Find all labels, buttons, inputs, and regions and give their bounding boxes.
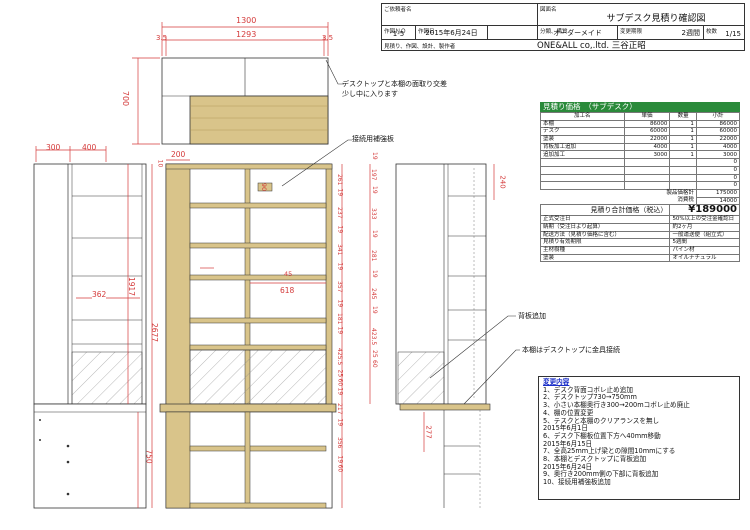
list-item: 7、全高25mm上げ梁との隙間10mmにする bbox=[543, 447, 676, 456]
right-side-cabinet bbox=[395, 163, 491, 508]
annotation-backboard: 背板追加 bbox=[518, 312, 546, 320]
dim-1293: 1293 bbox=[236, 30, 257, 39]
spacer-cell bbox=[488, 26, 538, 40]
drawing-name-cell: 図面名 サブデスク見積り確認図 bbox=[538, 4, 744, 26]
list-item: 9、奥行き200mm側の下部に背板追加 bbox=[543, 470, 659, 479]
col-dims-left: 261 19 237 19 341 19 357 19 181 19 425.5… bbox=[336, 174, 344, 473]
dim-3-5-right: 3.5 bbox=[322, 34, 334, 42]
annotation-reinforce: 接続用補強板 bbox=[352, 135, 394, 143]
info-row: 配送方法（見積り価格に含む）一般運送便（組立式） bbox=[539, 230, 740, 240]
list-item: 2015年6月15日 bbox=[543, 439, 593, 448]
dim-200: 200 bbox=[171, 150, 186, 159]
date-cell: 作図日 2015年6月24日 bbox=[416, 26, 488, 40]
col-dims-right: 19 197 19 333 19 281 19 245 19 423.5 25 … bbox=[370, 152, 378, 368]
table-row: 0 bbox=[540, 158, 741, 167]
drawing-name: サブデスク見積り確認図 bbox=[606, 14, 706, 24]
maker-row: 見積り、作図、設計、製作者 ONE&ALL co,.ltd. 三谷正昭 bbox=[384, 41, 646, 51]
dim-1917: 1917 bbox=[127, 276, 137, 297]
annotation-chamfer: デスクトップと本棚の面取り交差 少し中に入ります bbox=[342, 80, 447, 98]
list-item: 10、接続用補強板追加 bbox=[543, 478, 611, 487]
list-item: 3、小さい本棚奥行き300→200mコボレ止め廃止 bbox=[543, 401, 690, 410]
main-bookshelf bbox=[159, 163, 337, 509]
dim-362: 362 bbox=[92, 290, 107, 299]
maker-name: ONE&ALL co,.ltd. 三谷正昭 bbox=[537, 41, 646, 51]
info-row: 納期（受注日より起算）約2ヶ月 bbox=[539, 222, 740, 232]
list-item: 5、テスクと本棚のクリアランスを無し bbox=[543, 416, 660, 425]
list-item: 1、デスク背面コボレ止め追加 bbox=[543, 385, 633, 394]
table-row: 0 bbox=[540, 181, 741, 190]
dim-10: 10 bbox=[156, 159, 164, 168]
table-row: 0 bbox=[540, 165, 741, 175]
dim-400: 400 bbox=[82, 143, 97, 152]
dim-618: 618 bbox=[280, 286, 295, 295]
annotation-bracket: 本棚はデスクトップに金具接続 bbox=[522, 346, 620, 354]
notes-title: 変更内容 bbox=[543, 378, 570, 386]
dim-45: 45 bbox=[284, 270, 293, 278]
dim-300: 300 bbox=[46, 143, 61, 152]
elevation-dimensions bbox=[35, 146, 495, 508]
dim-750: 750 bbox=[144, 449, 154, 464]
leader-lines bbox=[281, 59, 520, 405]
list-item: 4、棚の位置変更 bbox=[543, 408, 594, 417]
class-cell: 分類、備質 オーダーメイド bbox=[538, 26, 618, 40]
change-notes: 変更内容 1、デスク背面コボレ止め追加 2、デスクトップ730→750mm 3、… bbox=[538, 376, 740, 500]
estimate-col-headers: 加工名 単価 数量 小計 bbox=[540, 112, 741, 121]
left-side-cabinet bbox=[33, 163, 147, 509]
top-dimensions bbox=[132, 22, 329, 145]
list-item: 2015年6月1日 bbox=[543, 424, 588, 433]
dim-3-5-left: 3.5 bbox=[156, 34, 168, 42]
info-row: 主材樹種パイン材 bbox=[539, 246, 740, 255]
info-row: 塗装オイルナチュラル bbox=[539, 253, 740, 263]
customer-cell: ご依頼者名 bbox=[382, 4, 538, 26]
list-item: 2015年6月24日 bbox=[543, 462, 593, 471]
desk-top-view bbox=[161, 57, 329, 145]
no-cell: 作図ＮＯ 1-5 bbox=[382, 26, 416, 40]
list-item: 8、本棚とデスクトップに背板追加 bbox=[543, 455, 647, 464]
estimate-header: 見積り価格 （サブデスク） bbox=[540, 102, 740, 112]
dim-90: 90 bbox=[260, 182, 269, 192]
list-item: 6、デスク下棚板位置下方へ40mm移動 bbox=[543, 431, 661, 440]
sheet-cell: 枚数 1/15 bbox=[704, 26, 744, 40]
grand-total-row: 見積り合計価格（税込） ¥189000 bbox=[539, 204, 740, 217]
title-block: ご依頼者名 図面名 サブデスク見積り確認図 作図ＮＯ 1-5 作図日 2015年… bbox=[381, 3, 745, 51]
period-cell: 変更期限 2週間 bbox=[618, 26, 704, 40]
list-item: 2、デスクトップ730→750mm bbox=[543, 393, 637, 402]
dim-1300: 1300 bbox=[236, 16, 257, 25]
dim-700: 700 bbox=[121, 90, 131, 107]
grand-total: ¥189000 bbox=[669, 204, 740, 217]
dim-2677: 2677 bbox=[150, 322, 160, 343]
table-row: 0 bbox=[540, 173, 741, 183]
dim-277: 277 bbox=[424, 425, 433, 439]
dim-240: 240 bbox=[498, 175, 507, 189]
